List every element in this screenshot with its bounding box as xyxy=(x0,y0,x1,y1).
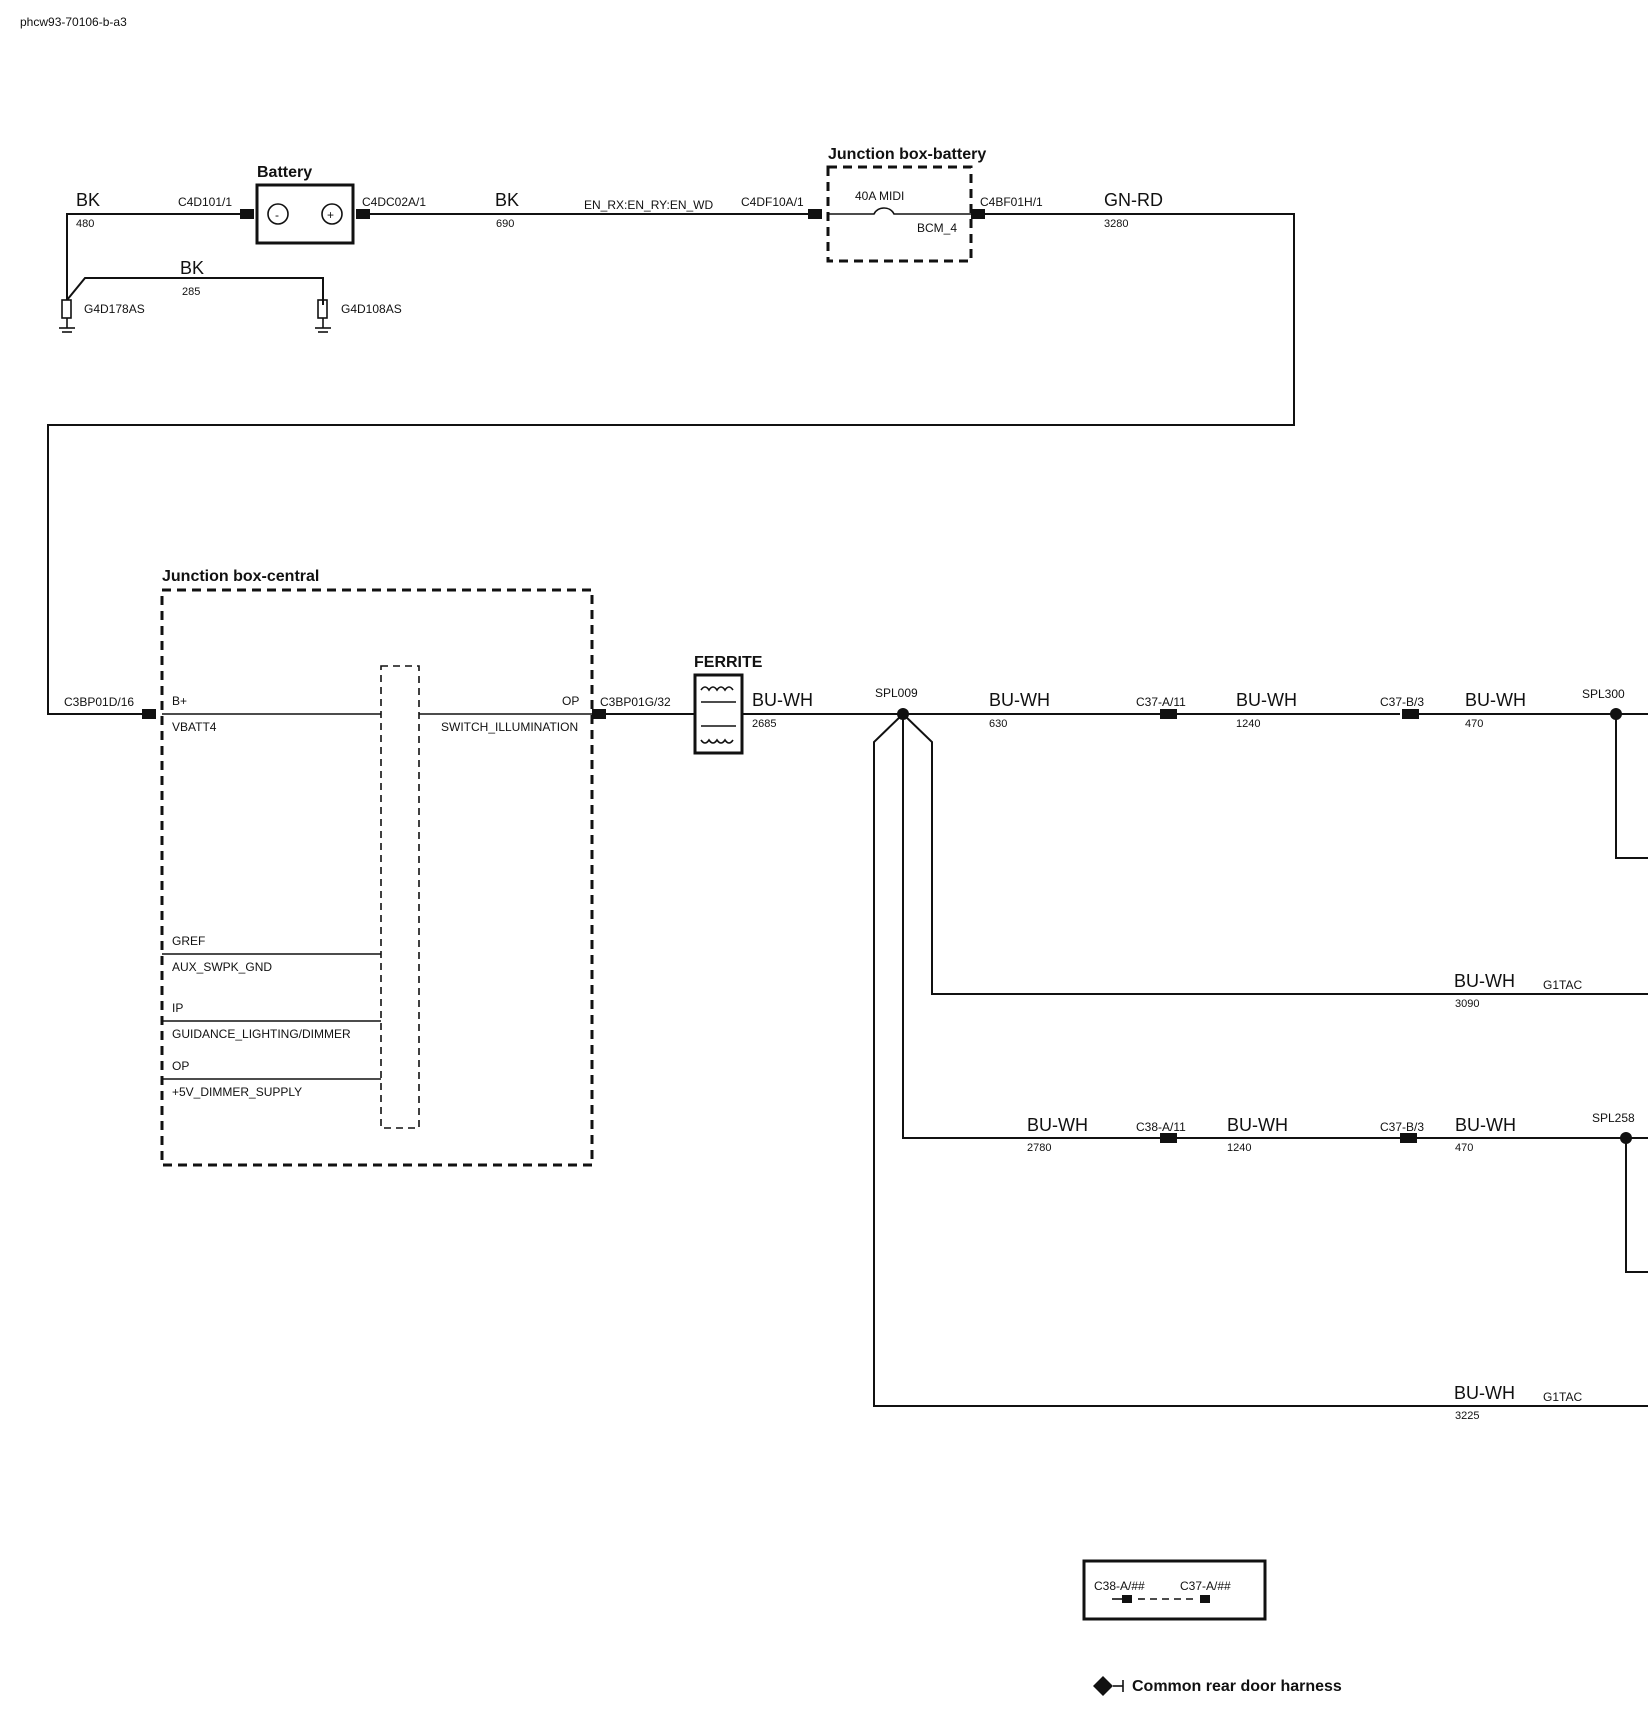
pin-aux-swpk-gnd: AUX_SWPK_GND xyxy=(172,960,272,974)
wire-1240b-length: 1240 xyxy=(1227,1142,1251,1154)
jb-internal-module xyxy=(380,665,420,1129)
wire-bk-480 xyxy=(66,213,240,300)
wire-3090-length: 3090 xyxy=(1455,998,1479,1010)
ferrite-coil-icon xyxy=(700,686,734,692)
connector-c38a11: C38-A/11 xyxy=(1136,1120,1186,1134)
wire-3090-color: BU-WH xyxy=(1454,971,1515,991)
battery-pos-sign: + xyxy=(327,208,334,222)
connector-pin-icon xyxy=(240,209,254,219)
connector-pin-icon xyxy=(1402,709,1419,719)
fuse-rating: 40A MIDI xyxy=(855,189,904,203)
battery-title: Battery xyxy=(257,164,312,181)
pin-switch-illumination: SWITCH_ILLUMINATION xyxy=(441,720,578,734)
ground-icon xyxy=(59,299,75,333)
wire-1240-color: BU-WH xyxy=(1236,690,1297,710)
battery-negative-icon xyxy=(267,203,289,225)
wire-bk-285 xyxy=(66,277,324,305)
wire-470-length: 470 xyxy=(1465,718,1483,730)
dest-g1tac-1: G1TAC xyxy=(1543,978,1582,992)
connector-pin-icon xyxy=(1160,1133,1177,1143)
connector-pin-icon xyxy=(1200,1595,1210,1603)
pin-op-1: OP xyxy=(562,694,579,708)
battery-symbol xyxy=(255,183,355,245)
connector-pin-icon xyxy=(356,209,370,219)
connector-pin-icon xyxy=(592,709,606,719)
wire-spl300-branch xyxy=(1615,714,1648,859)
connector-pin-icon xyxy=(808,209,822,219)
wire-bk-480-length: 480 xyxy=(76,218,94,230)
wire-bk-690-color: BK xyxy=(495,190,519,210)
wire-2685-length: 2685 xyxy=(752,718,776,730)
document-id: phcw93-70106-b-a3 xyxy=(20,15,127,29)
ground-g4d178as: G4D178AS xyxy=(84,302,145,316)
dest-g1tac-2: G1TAC xyxy=(1543,1390,1582,1404)
ground-g4d108as: G4D108AS xyxy=(341,302,402,316)
ground-icon xyxy=(315,299,331,333)
wire-bk-285-length: 285 xyxy=(182,286,200,298)
wire-gn-rd-color: GN-RD xyxy=(1104,190,1163,210)
pin-b-plus: B+ xyxy=(172,694,187,708)
pin-gref: GREF xyxy=(172,934,205,948)
connector-c4df10a: C4DF10A/1 xyxy=(741,195,804,209)
pin-op-2: OP xyxy=(172,1059,189,1073)
ferrite-coil-icon xyxy=(700,738,734,744)
net-label: EN_RX:EN_RY:EN_WD xyxy=(584,198,713,212)
jb-central-title: Junction box-central xyxy=(162,568,319,585)
splice-spl009-label: SPL009 xyxy=(875,686,918,700)
connector-c4bf01h: C4BF01H/1 xyxy=(980,195,1043,209)
wire-bu-wh-3225 xyxy=(873,713,1648,1407)
ferrite-label: FERRITE xyxy=(694,654,763,671)
wire-1240-length: 1240 xyxy=(1236,718,1260,730)
connector-pin-icon xyxy=(971,209,985,219)
legend-right-connector: C37-A/## xyxy=(1180,1579,1231,1593)
fuse-circuit: BCM_4 xyxy=(917,221,957,235)
legend-left-connector: C38-A/## xyxy=(1094,1579,1145,1593)
wire-630-length: 630 xyxy=(989,718,1007,730)
battery-positive-icon xyxy=(321,203,343,225)
wire-470b-color: BU-WH xyxy=(1455,1115,1516,1135)
pin-ip: IP xyxy=(172,1001,183,1015)
jb-battery-title: Junction box-battery xyxy=(828,146,986,163)
wire-gn-rd-3280 xyxy=(47,213,1295,715)
connector-pin-icon xyxy=(142,709,156,719)
connector-pin-icon xyxy=(1160,709,1177,719)
wire-2780-length: 2780 xyxy=(1027,1142,1051,1154)
connector-c37a11-top: C37-A/11 xyxy=(1136,695,1186,709)
wire-3225-length: 3225 xyxy=(1455,1410,1479,1422)
wire-bk-690-length: 690 xyxy=(496,218,514,230)
wire-2780-color: BU-WH xyxy=(1027,1115,1088,1135)
connector-pin-icon xyxy=(1122,1595,1132,1603)
fuse-icon xyxy=(828,207,971,215)
wire-470-color: BU-WH xyxy=(1465,690,1526,710)
legend-box xyxy=(1082,1559,1267,1621)
wire-3225-color: BU-WH xyxy=(1454,1383,1515,1403)
pin-5v-dimmer-supply: +5V_DIMMER_SUPPLY xyxy=(172,1085,302,1099)
footnote-text: Common rear door harness xyxy=(1132,1678,1342,1695)
connector-c37b3-top: C37-B/3 xyxy=(1380,695,1424,709)
battery-neg-sign: - xyxy=(275,208,279,222)
wire-gn-rd-length: 3280 xyxy=(1104,218,1128,230)
connector-c37b3-bottom: C37-B/3 xyxy=(1380,1120,1424,1134)
connector-pin-icon xyxy=(1400,1133,1417,1143)
connector-c3bp01d: C3BP01D/16 xyxy=(64,695,134,709)
connector-c4dc02a: C4DC02A/1 xyxy=(362,195,426,209)
wire-1240b-color: BU-WH xyxy=(1227,1115,1288,1135)
wire-470b-length: 470 xyxy=(1455,1142,1473,1154)
wire-bk-480-color: BK xyxy=(76,190,100,210)
pin-vbatt4: VBATT4 xyxy=(172,720,217,734)
wire-bu-wh-2780 xyxy=(902,714,1160,1139)
connector-c4d101: C4D101/1 xyxy=(178,195,232,209)
splice-spl258-label: SPL258 xyxy=(1592,1111,1635,1125)
diamond-icon xyxy=(1093,1676,1113,1696)
wire-bu-wh-3090 xyxy=(902,713,1648,995)
connector-c3bp01g: C3BP01G/32 xyxy=(600,695,671,709)
wire-630-color: BU-WH xyxy=(989,690,1050,710)
wire-bk-285-color: BK xyxy=(180,258,204,278)
wire-spl258-branch xyxy=(1625,1138,1648,1273)
pin-guidance-lighting-dimmer: GUIDANCE_LIGHTING/DIMMER xyxy=(172,1027,351,1041)
jb-central-box xyxy=(160,588,594,1167)
splice-spl300-label: SPL300 xyxy=(1582,687,1625,701)
wire-2685-color: BU-WH xyxy=(752,690,813,710)
